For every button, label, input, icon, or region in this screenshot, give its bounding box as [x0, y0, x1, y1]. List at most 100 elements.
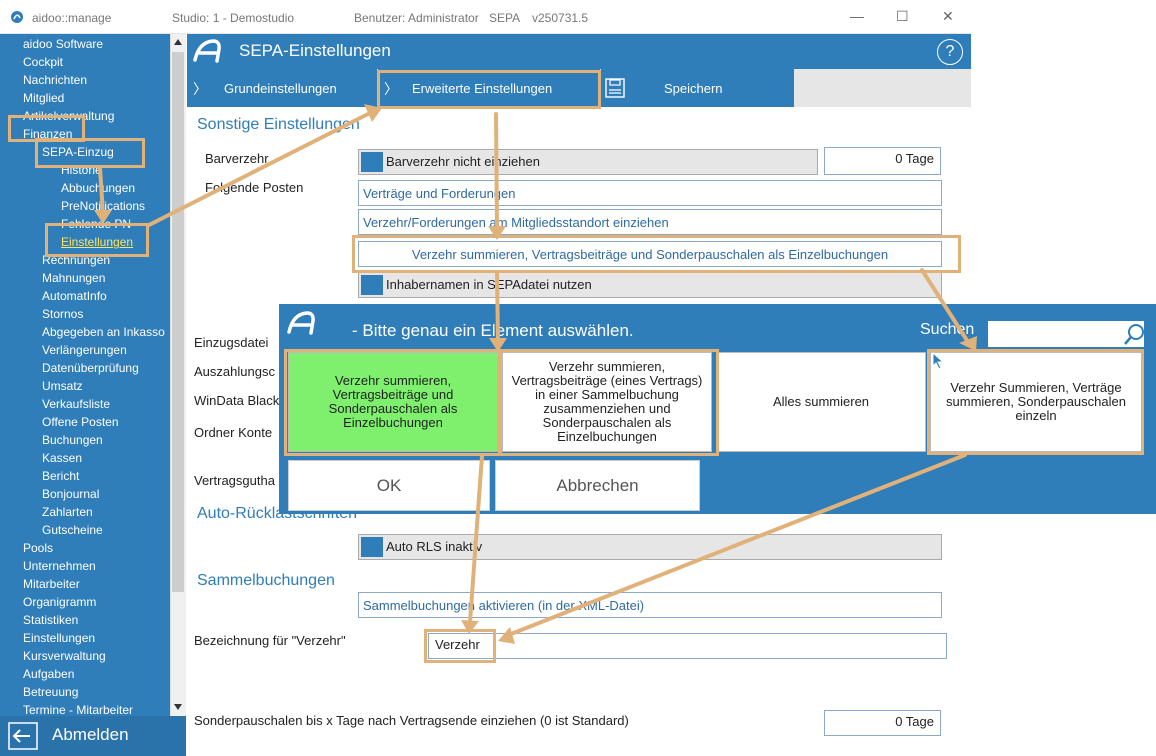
chevron-right-icon: 〉 [384, 81, 398, 97]
help-button[interactable]: ? [937, 39, 963, 65]
sidebar-item-pools[interactable]: Pools [23, 541, 54, 555]
sidebar-item-buchungen[interactable]: Buchungen [42, 433, 103, 447]
sidebar-item-sepa-einzug[interactable]: SEPA-Einzug [42, 145, 114, 159]
tab-erweiterte-label: Erweiterte Einstellungen [412, 81, 553, 96]
logout-label: Abmelden [52, 725, 129, 744]
toggle-inhabernamen[interactable]: Inhabernamen in SEPAdatei nutzen [358, 272, 942, 298]
sidebar-item-finanzen[interactable]: Finanzen [23, 127, 73, 141]
save-disk-icon [605, 78, 625, 98]
toggle-inhabernamen-label: Inhabernamen in SEPAdatei nutzen [386, 277, 592, 292]
label-vertragsguthaben: Vertragsgutha [194, 473, 275, 488]
sidebar-item-mitglied[interactable]: Mitglied [23, 91, 65, 105]
studio-label: Studio: 1 - Demostudio [172, 11, 295, 25]
label-auszahlung: Auszahlungsc [194, 364, 275, 379]
dialog-option-3[interactable]: Alles summieren [716, 352, 926, 452]
close-button[interactable]: ✕ [942, 8, 954, 24]
dialog-option-1[interactable]: Verzehr summieren, Vertragsbeiträge und … [288, 352, 498, 452]
ok-button[interactable]: OK [288, 460, 490, 511]
dialog-option-4[interactable]: Verzehr Summieren, Verträge summieren, S… [930, 352, 1142, 452]
option-verzehr-summieren[interactable]: Verzehr summieren, Vertragsbeiträge und … [358, 241, 942, 267]
sidebar-item-kursverwaltung[interactable]: Kursverwaltung [23, 649, 106, 663]
option-mitgliedsstandort[interactable]: Verzehr/Forderungen am Mitgliedsstandort… [358, 209, 942, 235]
scroll-down-icon[interactable] [173, 702, 183, 712]
sonderpauschalen-days-input[interactable]: 0 Tage [824, 710, 941, 736]
sidebar-item-datenueberpruefung[interactable]: Datenüberprüfung [42, 361, 139, 375]
aidoo-logo-icon [287, 311, 315, 335]
highlight-verzehr-input [424, 629, 496, 663]
window-titlebar: aidoo::manage Studio: 1 - Demostudio Ben… [0, 0, 972, 34]
sidebar-item-cockpit[interactable]: Cockpit [23, 55, 64, 69]
sidebar-item-statistiken[interactable]: Statistiken [23, 613, 79, 627]
highlight-einstellungen [45, 223, 149, 257]
highlight-dialog-option-2 [498, 349, 719, 456]
toggle-auto-rls[interactable]: Auto RLS inaktiv [358, 534, 942, 560]
highlight-summieren-field [352, 235, 961, 273]
sidebar-item-stornos[interactable]: Stornos [42, 307, 84, 321]
save-button[interactable]: Speichern [601, 69, 794, 107]
label-windata: WinData Black [194, 393, 280, 408]
search-input[interactable] [988, 321, 1144, 347]
cancel-button[interactable]: Abbrechen [495, 460, 700, 511]
dialog-option-2[interactable]: Verzehr summieren, Vertragsbeiträge (ein… [502, 352, 712, 452]
sidebar-item-zahlarten[interactable]: Zahlarten [42, 505, 93, 519]
sidebar-item-bonjournal[interactable]: Bonjournal [42, 487, 100, 501]
sidebar-item-mitarbeiter[interactable]: Mitarbeiter [23, 577, 80, 591]
sidebar-item-verlaengerungen[interactable]: Verlängerungen [42, 343, 127, 357]
sidebar-item-automatinfo[interactable]: AutomatInfo [42, 289, 107, 303]
page-title: SEPA-Einstellungen [239, 41, 391, 60]
search-icon[interactable] [1122, 322, 1148, 348]
label-einzugsdatei: Einzugsdatei [194, 335, 269, 350]
highlight-dialog-option-4 [927, 349, 1144, 455]
option-vertraege-forderungen[interactable]: Verträge und Forderungen [358, 180, 942, 206]
user-label: Benutzer: Administrator [354, 11, 479, 25]
option-sammelbuchungen[interactable]: Sammelbuchungen aktivieren (in der XML-D… [358, 592, 942, 618]
maximize-button[interactable]: ☐ [896, 8, 909, 24]
sidebar-item-verkaufsliste[interactable]: Verkaufsliste [42, 397, 111, 411]
page-header: SEPA-Einstellungen ? [187, 34, 971, 69]
sidebar-item-aidoo-software[interactable]: aidoo Software [23, 37, 104, 51]
toggle-barverzehr-label: Barverzehr nicht einziehen [386, 154, 540, 169]
section-sammelbuchungen: Sammelbuchungen [197, 572, 335, 589]
sidebar-item-unternehmen[interactable]: Unternehmen [23, 559, 96, 573]
sidebar-item-termine-mitarbeiter[interactable]: Termine - Mitarbeiter [23, 703, 134, 717]
toggle-indicator [361, 152, 383, 172]
label-bezeichnung-verzehr: Bezeichnung für "Verzehr" [194, 633, 346, 648]
chevron-right-icon: 〉 [193, 81, 207, 97]
sidebar-item-offene-posten[interactable]: Offene Posten [42, 415, 119, 429]
tab-grundeinstellungen[interactable]: 〉 Grundeinstellungen [187, 69, 377, 107]
mode-label: SEPA [489, 11, 521, 25]
sidebar-item-mahnungen[interactable]: Mahnungen [42, 271, 106, 285]
sidebar: aidoo Software Cockpit Nachrichten Mitgl… [0, 34, 186, 756]
toggle-indicator [361, 275, 383, 295]
sidebar-item-kassen[interactable]: Kassen [42, 451, 83, 465]
help-icon: ? [945, 43, 955, 60]
version-label: v250731.5 [532, 11, 589, 25]
minimize-button[interactable]: — [850, 8, 864, 24]
sidebar-item-inkasso[interactable]: Abgegeben an Inkasso [42, 325, 165, 339]
sidebar-item-nachrichten[interactable]: Nachrichten [23, 73, 88, 87]
mouse-cursor-icon [932, 352, 945, 370]
logout-button[interactable]: Abmelden [0, 716, 186, 756]
app-name: aidoo::manage [32, 11, 112, 25]
sidebar-item-umsatz[interactable]: Umsatz [42, 379, 83, 393]
sidebar-item-bericht[interactable]: Bericht [42, 469, 80, 483]
tab-erweiterte-einstellungen[interactable]: 〉 Erweiterte Einstellungen [378, 69, 600, 107]
sidebar-item-gutscheine[interactable]: Gutscheine [42, 523, 103, 537]
sidebar-item-betreuung[interactable]: Betreuung [23, 685, 79, 699]
sidebar-item-einstellungen-sepa[interactable]: Einstellungen [61, 235, 134, 249]
toggle-auto-rls-label: Auto RLS inaktiv [386, 539, 483, 554]
sidebar-item-organigramm[interactable]: Organigramm [23, 595, 97, 609]
sidebar-item-einstellungen[interactable]: Einstellungen [23, 631, 96, 645]
barverzehr-days-input[interactable]: 0 Tage [824, 147, 941, 175]
save-label: Speichern [664, 81, 723, 96]
bezeichnung-verzehr-input[interactable]: Verzehr [428, 633, 947, 659]
sidebar-item-aufgaben[interactable]: Aufgaben [23, 667, 75, 681]
sidebar-item-abbuchungen[interactable]: Abbuchungen [61, 181, 136, 195]
toggle-indicator [361, 537, 383, 557]
scroll-up-icon[interactable] [173, 37, 183, 47]
toggle-barverzehr[interactable]: Barverzehr nicht einziehen [358, 149, 818, 175]
label-barverzehr: Barverzehr [205, 151, 269, 166]
sidebar-scroll-thumb[interactable] [172, 52, 184, 592]
highlight-erweiterte-tab [377, 70, 601, 109]
